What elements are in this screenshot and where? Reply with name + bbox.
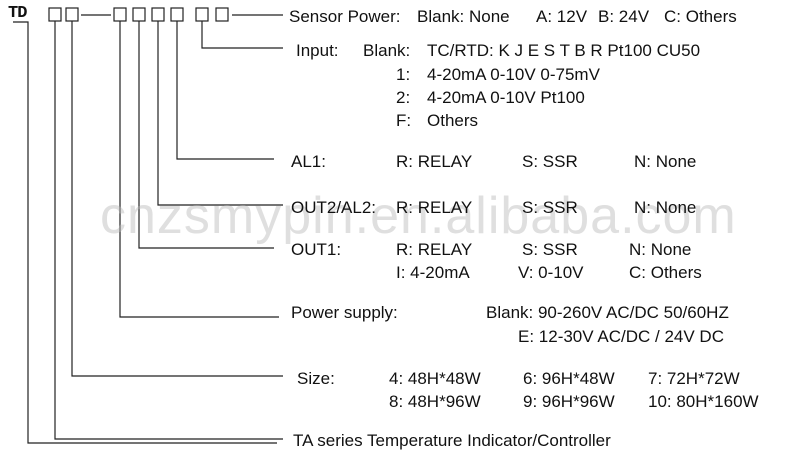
sensor-power-b: B: 24V [598, 7, 650, 26]
out1-others: C: Others [629, 263, 702, 282]
sensor-power-label: Sensor Power: [289, 7, 401, 26]
al1-relay: R: RELAY [396, 152, 473, 171]
input-code-blank: Blank: [363, 41, 411, 60]
leader-out2 [157, 21, 283, 206]
input-value-1: 4-20mA 0-10V 0-75mV [427, 65, 600, 84]
input-code-f: F: [396, 111, 412, 130]
code-box-7 [195, 7, 209, 22]
size-item-7: 7: 72H*72W [648, 369, 740, 388]
leader-series [54, 21, 283, 440]
input-code-2: 2: [396, 88, 411, 107]
code-box-4 [132, 7, 146, 22]
power-supply-e: E: 12-30V AC/DC / 24V DC [518, 327, 724, 346]
size-item-10: 10: 80H*160W [648, 392, 759, 411]
code-box-2 [65, 7, 79, 22]
code-box-6 [170, 7, 184, 22]
out1-none: N: None [629, 240, 692, 259]
out1-current: I: 4-20mA [396, 263, 470, 282]
leader-al1 [176, 21, 274, 160]
out2-relay: R: RELAY [396, 198, 473, 217]
al1-label: AL1: [291, 152, 326, 171]
code-box-1 [48, 7, 62, 22]
power-supply-blank: Blank: 90-260V AC/DC 50/60HZ [486, 303, 729, 322]
input-label: Input: [296, 41, 339, 60]
input-value-2: 4-20mA 0-10V Pt100 [427, 88, 585, 107]
input-value-blank: TC/RTD: K J E S T B R Pt100 CU50 [427, 41, 701, 60]
out1-label: OUT1: [291, 240, 342, 259]
size-item-4: 4: 48H*48W [389, 369, 481, 388]
code-box-3 [113, 7, 127, 22]
al1-none: N: None [634, 152, 697, 171]
out2-ssr: S: SSR [522, 198, 578, 217]
input-code-1: 1: [396, 65, 411, 84]
out1-ssr: S: SSR [522, 240, 578, 259]
size-label: Size: [297, 369, 335, 388]
sensor-power-c: C: Others [664, 7, 737, 26]
out2-none: N: None [634, 198, 697, 217]
code-box-8 [215, 7, 229, 22]
series-description: TA series Temperature Indicator/Controll… [293, 431, 611, 450]
leader-prefix [13, 21, 277, 444]
leader-input [201, 21, 283, 49]
code-box-5 [151, 7, 165, 22]
sensor-power-a: A: 12V [536, 7, 588, 26]
leader-power-supply [119, 21, 279, 318]
leader-size [71, 21, 283, 377]
input-value-f: Others [427, 111, 479, 130]
sensor-power-blank: Blank: None [417, 7, 510, 26]
size-item-9: 9: 96H*96W [523, 392, 615, 411]
out1-voltage: V: 0-10V [518, 263, 584, 282]
out1-relay: R: RELAY [396, 240, 473, 259]
power-supply-label: Power supply: [291, 303, 398, 322]
al1-ssr: S: SSR [522, 152, 578, 171]
out2-label: OUT2/AL2: [291, 198, 377, 217]
size-item-6: 6: 96H*48W [523, 369, 615, 388]
model-prefix: TD [8, 4, 27, 23]
size-item-8: 8: 48H*96W [389, 392, 481, 411]
leader-out1 [138, 21, 274, 249]
